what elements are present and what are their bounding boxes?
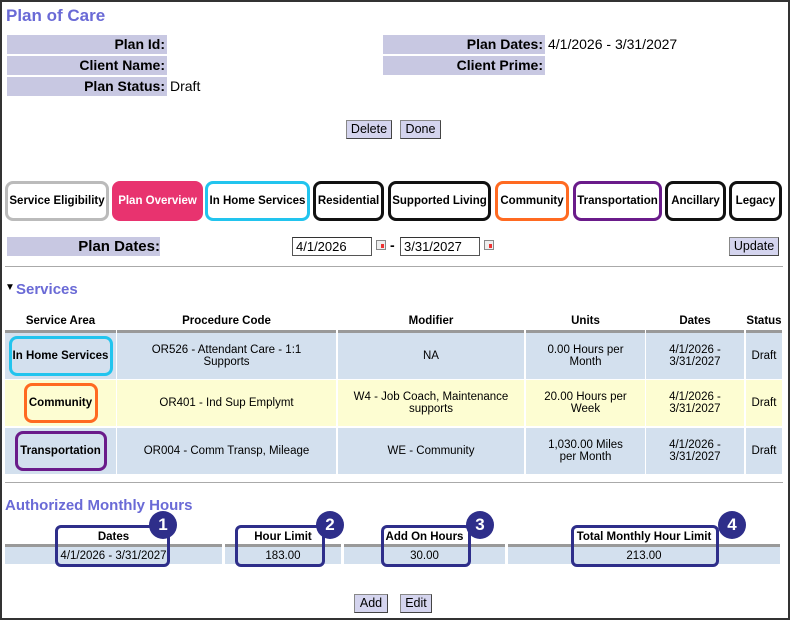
callout-number: 1	[149, 511, 177, 539]
plan-dates-label: Plan Dates:	[383, 35, 545, 54]
table-cell: 183.00	[225, 547, 341, 564]
table-cell: Community	[5, 380, 116, 426]
table-cell: 4/1/2026 - 3/31/2027	[646, 333, 744, 379]
callout-box	[571, 525, 719, 567]
table-cell: 4/1/2026 - 3/31/2027	[646, 428, 744, 474]
column-header: Add On Hours	[385, 531, 464, 543]
header-rule	[338, 330, 524, 333]
plan-status-value: Draft	[170, 78, 201, 94]
tab-plan-overview[interactable]: Plan Overview	[112, 181, 203, 221]
column-header: Procedure Code	[182, 315, 271, 327]
callout-number: 4	[718, 511, 746, 539]
service-area-badge[interactable]: In Home Services	[8, 336, 113, 376]
page-title: Plan of Care	[6, 6, 106, 25]
column-header: Status	[746, 315, 782, 327]
table-cell: 4/1/2026 - 3/31/2027	[646, 380, 744, 426]
end-date-input[interactable]: 3/31/2027	[400, 237, 480, 256]
column-header: Dates	[97, 531, 130, 543]
header-rule	[746, 330, 782, 333]
callout-box	[381, 525, 471, 567]
table-cell: 213.00	[508, 547, 780, 564]
table-cell: 1,030.00 Miles per Month	[526, 428, 645, 474]
plan-status-label: Plan Status:	[7, 77, 167, 96]
edit-button[interactable]: Edit	[400, 594, 432, 613]
table-cell: Draft	[746, 428, 782, 474]
calendar-icon[interactable]	[484, 240, 494, 250]
header-rule	[646, 330, 744, 333]
header-rule	[225, 544, 341, 547]
plan-dates-value: 4/1/2026 - 3/31/2027	[548, 36, 678, 52]
table-cell: In Home Services	[5, 333, 116, 379]
tab-service-eligibility[interactable]: Service Eligibility	[5, 181, 109, 221]
tab-community[interactable]: Community	[495, 181, 569, 221]
tab-transportation[interactable]: Transportation	[573, 181, 662, 221]
authorized-hours-heading: Authorized Monthly Hours	[5, 497, 193, 514]
calendar-icon[interactable]	[376, 240, 386, 250]
table-cell: NA	[338, 333, 524, 379]
divider	[5, 266, 783, 267]
tab-in-home-services[interactable]: In Home Services	[205, 181, 310, 221]
date-separator: -	[390, 237, 395, 253]
filter-dates-label: Plan Dates:	[7, 237, 160, 256]
header-rule	[117, 330, 336, 333]
done-button[interactable]: Done	[400, 120, 441, 139]
table-cell: 20.00 Hours per Week	[526, 380, 645, 426]
header-rule	[5, 330, 116, 333]
column-header: Hour Limit	[254, 531, 312, 543]
callout-number: 2	[316, 511, 344, 539]
plan-id-label: Plan Id:	[7, 35, 167, 54]
client-prime-label: Client Prime:	[383, 56, 545, 75]
header-rule	[5, 544, 222, 547]
collapse-triangle-icon[interactable]: ▼	[5, 282, 15, 293]
tab-legacy[interactable]: Legacy	[729, 181, 782, 221]
table-cell: OR004 - Comm Transp, Mileage	[117, 428, 336, 474]
divider	[5, 482, 783, 483]
table-cell: 0.00 Hours per Month	[526, 333, 645, 379]
callout-box	[235, 525, 325, 567]
table-cell: Transportation	[5, 428, 116, 474]
column-header: Modifier	[408, 315, 454, 327]
add-button[interactable]: Add	[354, 594, 388, 613]
header-rule	[526, 330, 645, 333]
start-date-input[interactable]: 4/1/2026	[292, 237, 372, 256]
column-header: Dates	[679, 315, 711, 327]
tab-ancillary[interactable]: Ancillary	[665, 181, 726, 221]
client-name-label: Client Name:	[7, 56, 167, 75]
column-header: Service Area	[25, 315, 96, 327]
tab-residential[interactable]: Residential	[313, 181, 384, 221]
callout-box	[55, 525, 170, 567]
service-area-badge[interactable]: Community	[23, 383, 98, 423]
callout-number: 3	[466, 511, 494, 539]
service-area-badge[interactable]: Transportation	[14, 431, 107, 471]
table-cell: WE - Community	[338, 428, 524, 474]
table-cell: W4 - Job Coach, Maintenance supports	[338, 380, 524, 426]
column-header: Units	[571, 315, 600, 327]
services-heading[interactable]: Services	[16, 281, 78, 298]
table-cell: Draft	[746, 380, 782, 426]
header-rule	[508, 544, 780, 547]
table-cell: OR401 - Ind Sup Emplymt	[117, 380, 336, 426]
delete-button[interactable]: Delete	[346, 120, 392, 139]
table-cell: OR526 - Attendant Care - 1:1 Supports	[117, 333, 336, 379]
table-cell: Draft	[746, 333, 782, 379]
tab-supported-living[interactable]: Supported Living	[388, 181, 491, 221]
header-rule	[344, 544, 505, 547]
column-header: Total Monthly Hour Limit	[576, 531, 712, 543]
table-cell: 30.00	[344, 547, 505, 564]
update-button[interactable]: Update	[729, 237, 779, 256]
